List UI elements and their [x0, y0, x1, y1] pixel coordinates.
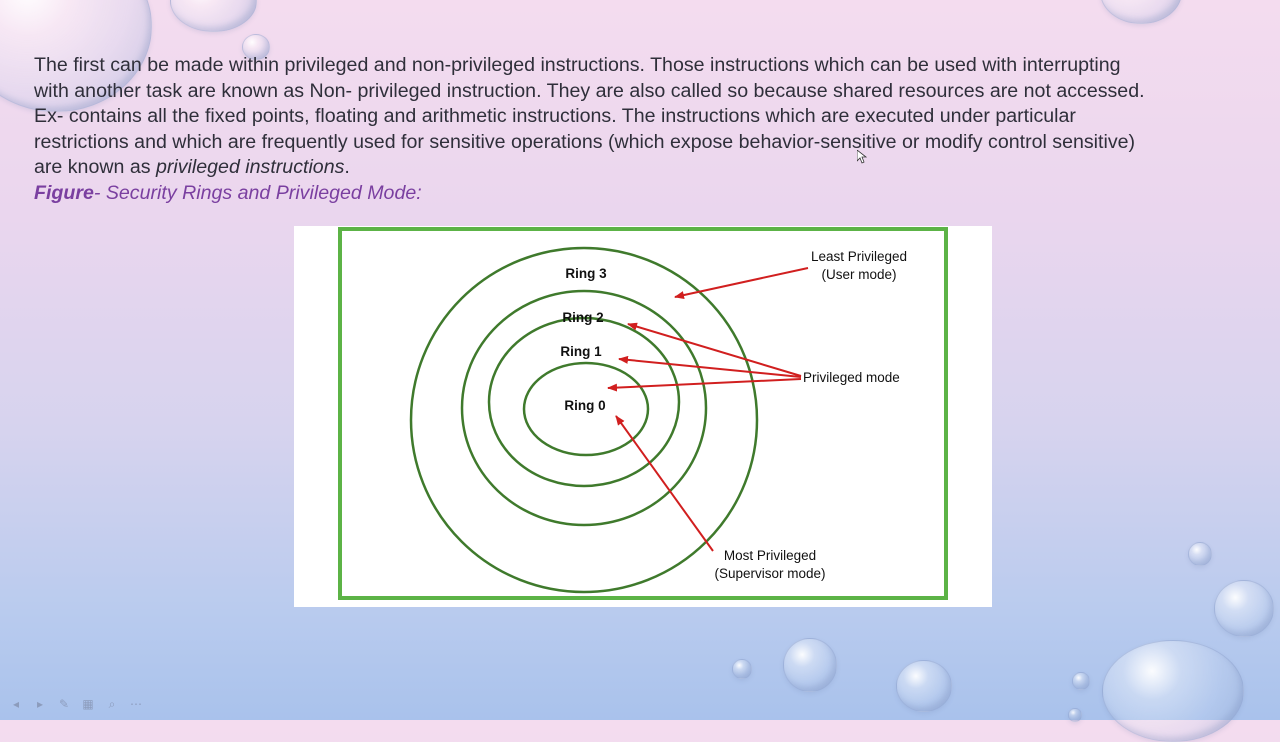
bubble-decoration — [783, 638, 837, 692]
next-icon[interactable]: ▸ — [36, 697, 44, 711]
arrow-privileged-ring2 — [627, 322, 802, 377]
bubble-decoration — [896, 660, 952, 712]
user-mode-label: (User mode) — [821, 267, 896, 282]
bubble-decoration — [1100, 0, 1182, 24]
paragraph-line: with another task are known as Non- priv… — [34, 79, 1145, 102]
slides-icon[interactable]: ▦ — [82, 697, 94, 711]
figure-border — [338, 227, 948, 600]
more-icon[interactable]: ⋯ — [130, 697, 142, 711]
rings-diagram: Ring 3 Ring 2 Ring 1 Ring 0 Least Privil… — [338, 227, 948, 600]
ring-2-label: Ring 2 — [562, 310, 603, 325]
bubble-decoration — [242, 34, 270, 60]
paragraph-text: are known as — [34, 156, 156, 178]
bubble-decoration — [1072, 672, 1090, 690]
paragraph-line: The first can be made within privileged … — [34, 54, 1121, 76]
arrow-privileged-ring0 — [607, 378, 802, 392]
security-rings-figure: Ring 3 Ring 2 Ring 1 Ring 0 Least Privil… — [294, 226, 992, 607]
ring-0-circle — [522, 361, 650, 457]
paragraph-line: Ex- contains all the fixed points, float… — [34, 105, 1076, 127]
arrow-most-privileged — [615, 415, 714, 552]
figure-caption: Figure- Security Rings and Privileged Mo… — [34, 181, 1259, 207]
most-privileged-label: Most Privileged — [724, 548, 816, 563]
ring-1-circle — [487, 316, 681, 488]
paragraph-line: are known as privileged instructions. — [34, 155, 1259, 181]
bubble-decoration — [1188, 542, 1212, 566]
bubble-decoration — [732, 659, 752, 679]
ring-3-circle — [409, 246, 759, 594]
paragraph-line: restrictions and which are frequently us… — [34, 130, 1136, 153]
mouse-cursor-icon — [857, 150, 867, 164]
ring-0-label: Ring 0 — [564, 398, 605, 413]
figure-caption-label: Figure — [34, 181, 94, 204]
emphasis-text: privileged instructions — [155, 156, 345, 178]
arrow-privileged-ring1 — [618, 355, 802, 378]
slideshow-toolbar: ◂ ▸ ✎ ▦ ⌕ ⋯ — [8, 696, 144, 714]
pen-icon[interactable]: ✎ — [58, 697, 70, 711]
zoom-icon[interactable]: ⌕ — [108, 697, 116, 711]
ring-2-circle — [460, 289, 708, 527]
bubble-decoration — [170, 0, 257, 32]
previous-icon[interactable]: ◂ — [12, 697, 20, 711]
slide-body: The first can be made within privileged … — [34, 53, 1259, 206]
ring-3-label: Ring 3 — [565, 266, 607, 281]
figure-caption-text: - Security Rings and Privileged Mode: — [93, 181, 422, 204]
least-privileged-label: Least Privileged — [811, 249, 907, 264]
paragraph-text: . — [344, 156, 350, 178]
privileged-mode-label: Privileged mode — [803, 370, 900, 385]
supervisor-mode-label: (Supervisor mode) — [714, 566, 825, 581]
ring-1-label: Ring 1 — [560, 344, 602, 359]
bubble-decoration — [1102, 640, 1244, 742]
arrow-least-privileged — [674, 267, 809, 299]
bubble-decoration — [1214, 580, 1274, 637]
